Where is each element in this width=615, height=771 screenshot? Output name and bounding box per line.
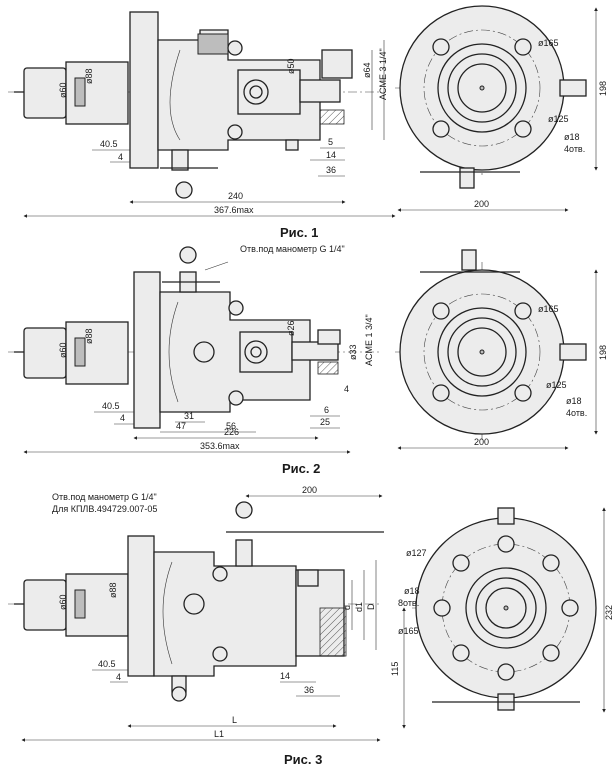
dim-f2-47: 47 bbox=[176, 421, 186, 431]
dim-f1-flange-holes: 4отв. bbox=[564, 144, 585, 154]
dim-f3-200: 200 bbox=[302, 485, 317, 495]
dim-f2-226: 226 bbox=[224, 427, 239, 437]
dim-f2-31: 31 bbox=[184, 411, 194, 421]
dim-f2-56: 56 bbox=[226, 421, 236, 431]
note-f2-gauge-port: Отв.под манометр G 1/4" bbox=[240, 244, 345, 254]
figure-1: ø60 ø88 ø50 ø64 ACME 3 1/4" 40.5 4 5 14 … bbox=[8, 5, 608, 240]
dim-f1-flange-200: 200 bbox=[474, 199, 489, 209]
dim-f3-flange-18: ø18 bbox=[404, 586, 420, 596]
figure-1-caption: Рис. 1 bbox=[280, 225, 318, 240]
dim-f3-14: 14 bbox=[280, 671, 290, 681]
dim-f2-flange-200: 200 bbox=[474, 437, 489, 447]
dim-f1-14: 14 bbox=[326, 150, 336, 160]
figure-1-side-view: ø60 ø88 ø50 ø64 ACME 3 1/4" 40.5 4 5 14 … bbox=[8, 11, 396, 218]
dim-f1-5: 5 bbox=[328, 137, 333, 147]
dim-f1-flange-165: ø165 bbox=[538, 38, 559, 48]
dim-f3-flange-232: 232 bbox=[604, 605, 614, 620]
dim-f1-d64: ø64 bbox=[362, 62, 372, 78]
dim-f2-d33: ø33 bbox=[348, 344, 358, 360]
dim-f1-240: 240 bbox=[228, 191, 243, 201]
dim-f2-thread: ACME 1 3/4" bbox=[364, 314, 374, 366]
dim-f2-flange-165: ø165 bbox=[538, 304, 559, 314]
dim-f2-flange-125: ø125 bbox=[546, 380, 567, 390]
note-f3-gauge-port: Отв.под манометр G 1/4" bbox=[52, 492, 157, 502]
figure-3-flange-view: ø127 ø18 8отв. ø165 232 115 bbox=[390, 507, 614, 729]
dim-f1-4: 4 bbox=[118, 152, 123, 162]
dim-f3-flange-115: 115 bbox=[390, 662, 400, 676]
figure-2-side-view: Отв.под манометр G 1/4" ø60 ø88 ø26 ø33 … bbox=[8, 244, 380, 454]
dim-f3-flange-holes: 8отв. bbox=[398, 598, 419, 608]
dim-f1-36: 36 bbox=[326, 165, 336, 175]
dim-f3-40-5: 40.5 bbox=[98, 659, 116, 669]
dim-f2-4b: 4 bbox=[344, 384, 349, 394]
dim-f1-d88: ø88 bbox=[84, 68, 94, 84]
dim-f2-353: 353.6max bbox=[200, 441, 240, 451]
figure-3-side-view: Отв.под манометр G 1/4" Для КПЛВ.494729.… bbox=[8, 485, 384, 742]
dim-f1-flange-125: ø125 bbox=[548, 114, 569, 124]
dim-f3-d1: d1 bbox=[354, 602, 364, 612]
dim-f2-d88: ø88 bbox=[84, 328, 94, 344]
dim-f2-d60: ø60 bbox=[58, 342, 68, 358]
dim-f1-d60: ø60 bbox=[58, 82, 68, 98]
figure-1-flange-view: ø165 ø125 ø18 4отв. 198 200 bbox=[395, 5, 608, 212]
dim-f1-thread: ACME 3 1/4" bbox=[378, 48, 388, 100]
dim-f2-4: 4 bbox=[120, 413, 125, 423]
dim-f2-d26: ø26 bbox=[286, 320, 296, 336]
dim-f3-D: D bbox=[366, 603, 376, 610]
figure-2: Отв.под манометр G 1/4" ø60 ø88 ø26 ø33 … bbox=[8, 244, 608, 476]
figure-2-flange-view: ø165 ø125 ø18 4отв. 198 200 bbox=[395, 249, 608, 450]
dim-f1-flange-198: 198 bbox=[598, 81, 608, 96]
dim-f1-flange-18: ø18 bbox=[564, 132, 580, 142]
dim-f3-L1: L1 bbox=[214, 729, 224, 739]
figure-2-caption: Рис. 2 bbox=[282, 461, 320, 476]
dim-f2-40-5: 40.5 bbox=[102, 401, 120, 411]
dim-f3-36: 36 bbox=[304, 685, 314, 695]
dim-f3-d: d bbox=[342, 605, 352, 610]
dim-f3-flange-165: ø165 bbox=[398, 626, 419, 636]
dim-f2-25: 25 bbox=[320, 417, 330, 427]
dim-f3-4: 4 bbox=[116, 672, 121, 682]
figure-3-caption: Рис. 3 bbox=[284, 752, 322, 767]
dim-f1-d50: ø50 bbox=[286, 58, 296, 74]
dim-f3-d88: ø88 bbox=[108, 582, 118, 598]
note-f3-model: Для КПЛВ.494729.007-05 bbox=[52, 504, 157, 514]
dim-f2-flange-18: ø18 bbox=[566, 396, 582, 406]
dim-f2-flange-holes: 4отв. bbox=[566, 408, 587, 418]
dim-f3-L: L bbox=[232, 715, 237, 725]
dim-f2-6: 6 bbox=[324, 405, 329, 415]
figure-3: Отв.под манометр G 1/4" Для КПЛВ.494729.… bbox=[8, 485, 614, 767]
dim-f1-40-5: 40.5 bbox=[100, 139, 118, 149]
dim-f1-367: 367.6max bbox=[214, 205, 254, 215]
dim-f3-flange-127: ø127 bbox=[406, 548, 427, 558]
dim-f2-flange-198: 198 bbox=[598, 345, 608, 360]
dim-f3-d60: ø60 bbox=[58, 594, 68, 610]
